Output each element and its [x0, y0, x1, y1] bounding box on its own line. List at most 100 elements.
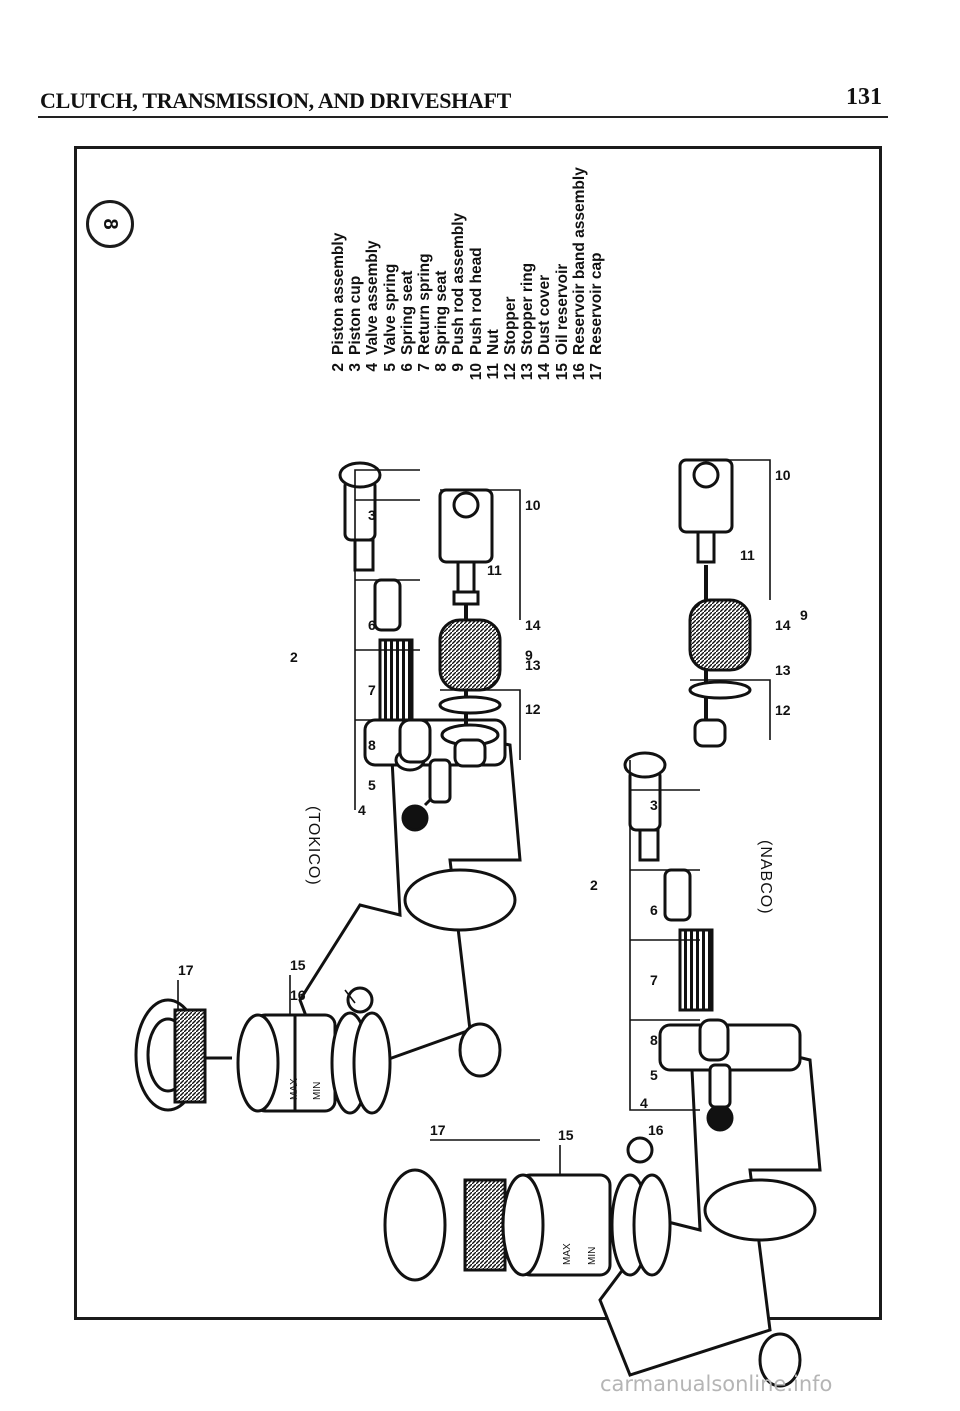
legend-number: 16 — [570, 363, 588, 381]
callout-tokico-3: 3 — [368, 507, 376, 523]
legend-number: 3 — [347, 363, 365, 372]
site-watermark: carmanualsonline.info — [600, 1372, 833, 1396]
legend-label: Return spring — [416, 253, 434, 355]
legend-item: 12 Stopper — [502, 0, 519, 385]
legend-item: 7 Return spring — [416, 0, 433, 385]
legend-item: 17 Reservoir cap — [588, 0, 605, 385]
legend-label: Nut — [484, 329, 502, 355]
page-number: 131 — [846, 84, 882, 110]
legend-number: 2 — [330, 363, 347, 372]
legend-number: 5 — [381, 363, 399, 372]
legend-label: Reservoir cap — [588, 252, 606, 355]
callout-nabco-14: 14 — [775, 617, 791, 633]
legend-number: 6 — [398, 363, 416, 372]
callout-numbers: 17 15 16 4 5 8 7 6 2 3 12 13 14 9 11 10 … — [178, 467, 808, 1143]
callout-tokico-14: 14 — [525, 617, 541, 633]
legend-number: 7 — [416, 363, 434, 372]
nabco-cylinder-body — [598, 1023, 822, 1388]
legend-number: 8 — [433, 363, 451, 372]
tokico-oil-reservoir — [236, 1013, 337, 1113]
tokico-push-rod — [438, 488, 502, 768]
legend-number: 15 — [553, 363, 571, 381]
callout-nabco-5: 5 — [650, 1067, 658, 1083]
legend-label: Valve assembly — [364, 240, 382, 355]
callout-tokico-11: 11 — [487, 562, 502, 578]
legend-label: Reservoir band assembly — [570, 167, 588, 355]
nabco-oil-reservoir — [501, 1173, 612, 1277]
callout-tokico-8: 8 — [368, 737, 376, 753]
callout-tokico-16: 16 — [290, 987, 306, 1003]
legend-number: 14 — [536, 363, 554, 381]
callout-nabco-9: 9 — [800, 607, 808, 623]
callout-nabco-17: 17 — [430, 1122, 446, 1138]
nabco-assembly — [383, 458, 822, 1388]
callout-nabco-3: 3 — [650, 797, 658, 813]
callout-nabco-8: 8 — [650, 1032, 658, 1048]
callout-nabco-10: 10 — [775, 467, 791, 483]
legend-number: 12 — [502, 363, 520, 381]
legend-label: Spring seat — [433, 270, 451, 355]
legend-number: 11 — [484, 363, 502, 380]
callout-tokico-15: 15 — [290, 957, 306, 973]
nabco-leader-lines — [430, 459, 771, 1175]
figure-frame — [74, 146, 882, 1320]
page-header-title: CLUTCH, TRANSMISSION, AND DRIVESHAFT — [40, 88, 512, 113]
legend-item: 4 Valve assembly — [364, 0, 381, 385]
tokico-max-mark: MAX — [289, 1078, 300, 1100]
callout-nabco-7: 7 — [650, 972, 658, 988]
legend-label: Valve spring — [381, 263, 399, 355]
legend-number: 9 — [450, 363, 468, 372]
legend-number: 4 — [364, 363, 382, 372]
callout-tokico-9: 9 — [525, 647, 533, 663]
reservoir-markings: MAX MIN MAX MIN — [289, 1078, 598, 1265]
legend-item: 15 Oil reservoir — [554, 0, 571, 385]
callout-nabco-13: 13 — [775, 662, 791, 678]
nabco-internal-parts — [623, 751, 734, 1132]
callout-tokico-4: 4 — [358, 802, 366, 818]
callout-nabco-15: 15 — [558, 1127, 574, 1143]
tokico-min-mark: MIN — [312, 1082, 323, 1100]
legend-label: Dust cover — [536, 274, 554, 355]
legend-item: 13 Stopper ring — [519, 0, 536, 385]
legend-item: 16 Reservoir band assembly — [571, 0, 588, 385]
callout-nabco-16: 16 — [648, 1122, 664, 1138]
legend-label: Spring seat — [398, 270, 416, 355]
legend-item: 3 Piston cup — [347, 0, 364, 385]
callout-nabco-6: 6 — [650, 902, 658, 918]
legend-label: Stopper ring — [519, 262, 537, 355]
callout-nabco-4: 4 — [640, 1095, 648, 1111]
legend-label: Piston cup — [347, 275, 365, 355]
nabco-reservoir-band — [610, 1136, 672, 1277]
callout-tokico-2: 2 — [290, 649, 298, 665]
legend-item: 11 Nut — [485, 0, 502, 385]
legend-label: Push rod head — [467, 247, 485, 355]
legend-number: 10 — [467, 363, 485, 381]
callout-nabco-12: 12 — [775, 702, 791, 718]
legend-number: 13 — [519, 363, 537, 381]
nabco-reservoir-cap — [383, 1168, 507, 1282]
legend-label: Stopper — [502, 296, 520, 355]
legend-label: Oil reservoir — [553, 263, 571, 355]
callout-nabco-2: 2 — [590, 877, 598, 893]
variant-label-nabco: (NABCO) — [757, 840, 774, 915]
legend-item: 8 Spring seat — [433, 0, 450, 385]
header-rule — [38, 116, 888, 118]
callout-tokico-13: 13 — [525, 657, 541, 673]
tokico-reservoir-cap — [134, 998, 232, 1112]
variant-label-tokico: (TOKICO) — [305, 806, 322, 886]
nabco-min-mark: MIN — [587, 1247, 598, 1265]
callout-tokico-17: 17 — [178, 962, 194, 978]
callout-tokico-10: 10 — [525, 497, 541, 513]
tokico-leader-lines — [177, 469, 521, 1015]
legend-item: 5 Valve spring — [382, 0, 399, 385]
legend-number: 17 — [588, 363, 606, 381]
nabco-max-mark: MAX — [562, 1243, 573, 1265]
callout-tokico-5: 5 — [368, 777, 376, 793]
legend-item: 14 Dust cover — [536, 0, 553, 385]
callout-tokico-12: 12 — [525, 701, 541, 717]
legend-item: 6 Spring seat — [399, 0, 416, 385]
